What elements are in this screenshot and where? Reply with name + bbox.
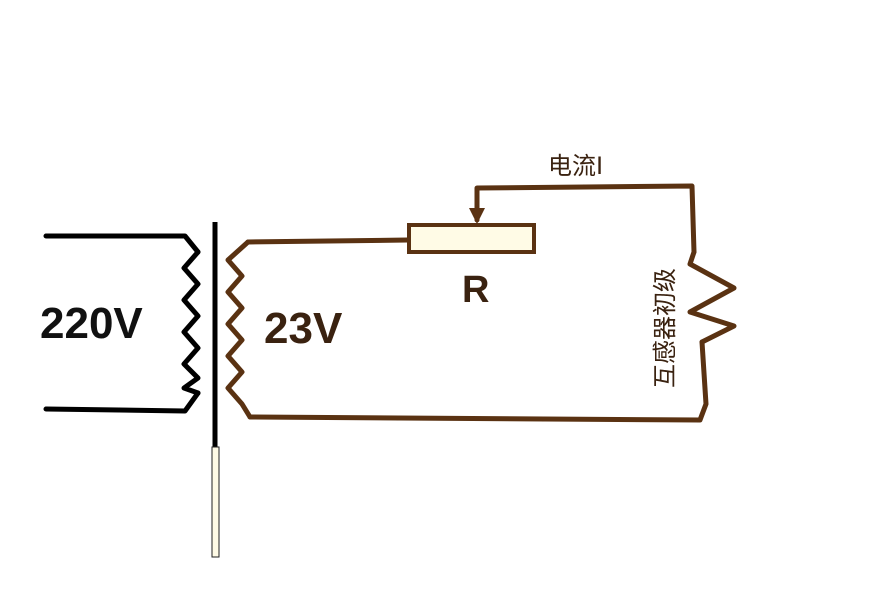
- secondary-voltage-label: 23V: [264, 304, 343, 353]
- primary-voltage-label: 220V: [40, 299, 143, 348]
- ct-primary-coil: [687, 249, 737, 345]
- primary-input-wire-bottom: [43, 390, 201, 414]
- secondary-return-wire: [247, 339, 709, 423]
- resistor-label: R: [462, 269, 489, 311]
- primary-coil: [181, 249, 201, 396]
- current-label: 电流I: [548, 152, 603, 180]
- primary-input-wire-top: [43, 233, 201, 255]
- secondary-wire-to-resistor: [245, 237, 411, 245]
- ct-primary-label: 互感器初级: [651, 268, 679, 388]
- wiper-arrow-icon: [469, 208, 485, 224]
- wiper-wire: [474, 183, 697, 255]
- core-ground-lead: [211, 446, 220, 558]
- resistor-r: [407, 223, 536, 254]
- secondary-coil: [225, 239, 253, 420]
